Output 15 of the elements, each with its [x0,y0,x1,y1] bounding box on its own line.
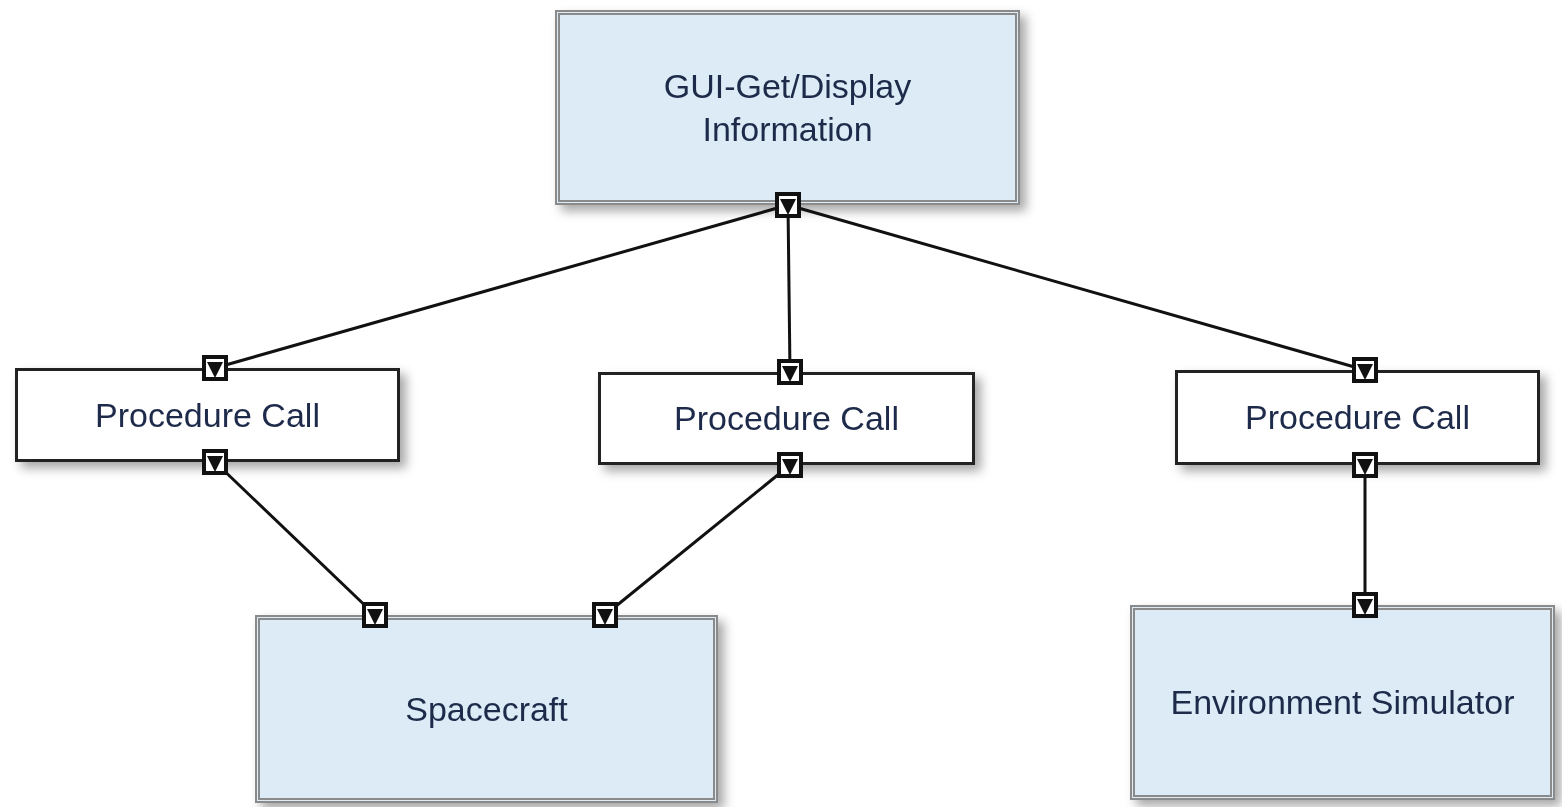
box-label: Procedure Call [674,398,899,440]
box-label: Procedure Call [1245,397,1470,439]
procedure-call-box [15,368,400,462]
box-label: GUI-Get/Display Information [662,66,913,150]
box-label: Spacecraft [405,688,568,730]
connector [592,452,803,628]
box-label: Environment Simulator [1170,682,1515,724]
component-box [555,10,1020,205]
procedure-call-box [1175,370,1540,465]
component-box [255,615,718,803]
box-label: Procedure Call [95,394,320,436]
connector [1352,452,1378,618]
connector [202,449,388,628]
procedure-call-box [598,372,975,465]
component-box [1130,605,1555,800]
